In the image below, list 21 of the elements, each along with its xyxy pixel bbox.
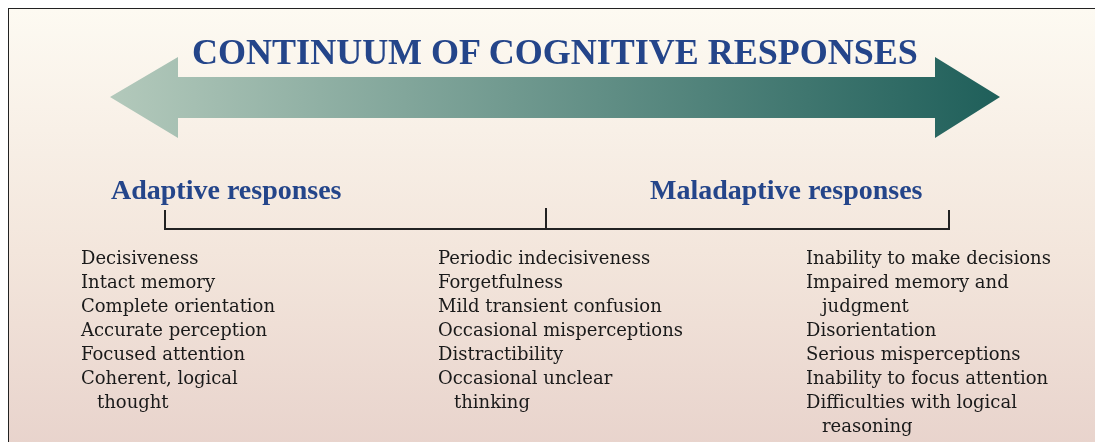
list-item: Decisiveness	[81, 246, 199, 270]
list-item: Forgetfulness	[438, 270, 564, 294]
list-item: Inability to focus attention	[806, 366, 1049, 390]
list-item: Focused attention	[81, 342, 245, 366]
list-item: Complete orientation	[81, 294, 276, 318]
section-heading: Adaptive responses	[111, 174, 342, 206]
list-item: Intact memory	[81, 270, 216, 294]
list-item: Difficulties with logical reasoning	[806, 390, 1018, 438]
list-item: Occasional misperceptions	[438, 318, 684, 342]
section-heading: Maladaptive responses	[650, 174, 923, 206]
list-item: Disorientation	[806, 318, 937, 342]
list-item: Periodic indecisiveness	[438, 246, 651, 270]
list-item: Inability to make decisions	[806, 246, 1051, 270]
list-item: Occasional unclear thinking	[438, 366, 614, 414]
list-item: Mild transient confusion	[438, 294, 662, 318]
list-item: Serious misperceptions	[806, 342, 1021, 366]
list-item: Coherent, logical thought	[81, 366, 239, 414]
list-item: Distractibility	[438, 342, 564, 366]
list-item: Accurate perception	[81, 318, 268, 342]
title: CONTINUUM OF COGNITIVE RESPONSES	[191, 31, 919, 73]
list-item: Impaired memory and judgment	[806, 270, 1010, 318]
